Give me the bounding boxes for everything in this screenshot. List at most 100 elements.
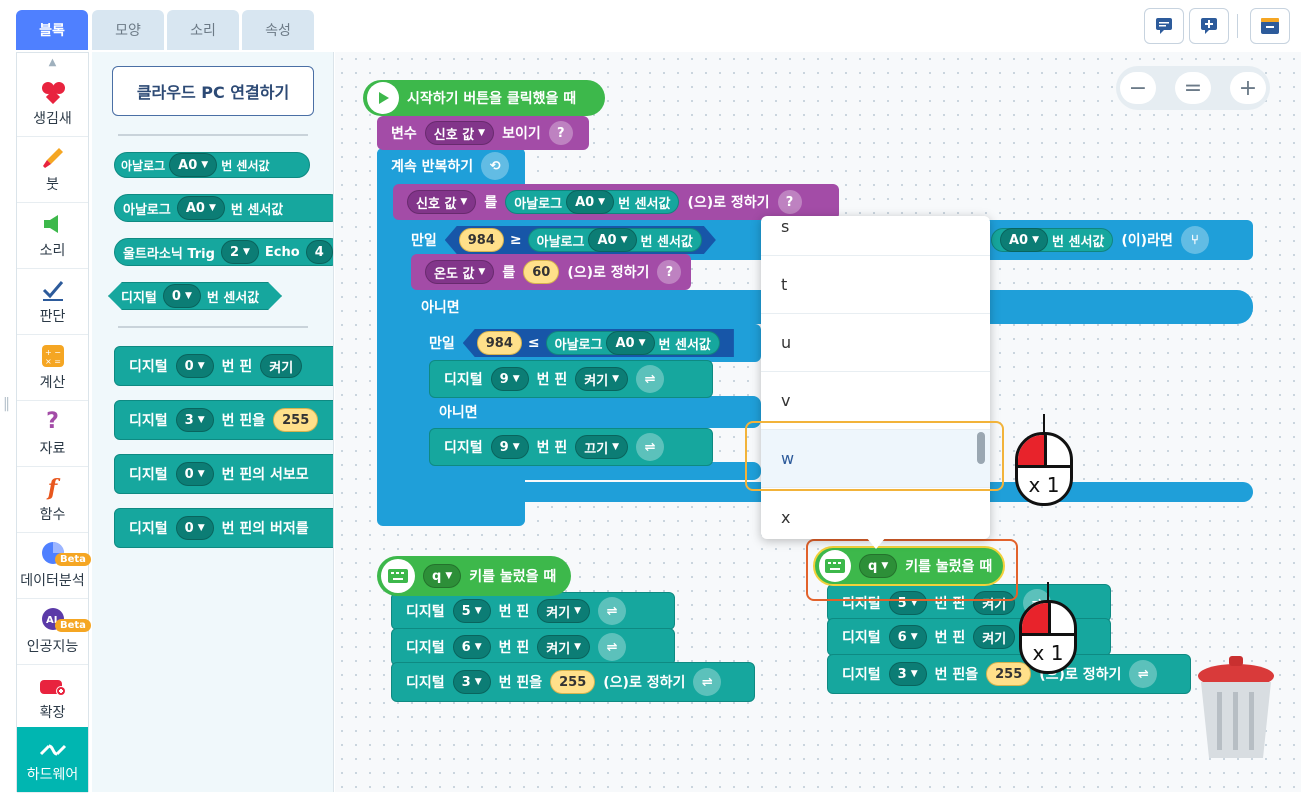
pin-dropdown[interactable]: 3▼ bbox=[175, 408, 214, 432]
dropdown-option[interactable]: x bbox=[761, 488, 990, 539]
port-dropdown[interactable]: A0▼ bbox=[588, 228, 636, 252]
pin-dropdown[interactable]: 6▼ bbox=[452, 635, 491, 659]
category-data-analysis[interactable]: Beta 데이터분석 bbox=[17, 533, 91, 599]
palette-servo-block[interactable]: 디지털 0▼ 번 핀의 서보모 bbox=[114, 454, 333, 494]
analog-read-reporter[interactable]: 아날로그 A0▼ 번 센서값 bbox=[528, 228, 702, 252]
key-select-dropdown[interactable]: s t u v w x bbox=[761, 216, 990, 539]
pin-dropdown[interactable]: 9▼ bbox=[490, 435, 529, 459]
category-hardware[interactable]: 하드웨어 bbox=[17, 727, 88, 793]
state-dropdown[interactable]: 켜기▼ bbox=[537, 635, 591, 659]
palette-ultrasonic-block[interactable]: 울트라소닉 Trig 2▼ Echo 4 bbox=[114, 238, 333, 266]
key-press-event-block-selected[interactable]: q▼ 키를 눌렀을 때 bbox=[813, 546, 1005, 586]
tab-shape[interactable]: 모양 bbox=[92, 10, 164, 50]
key-dropdown[interactable]: q▼ bbox=[859, 554, 898, 578]
compare-block[interactable]: 984 ≥ 아날로그 A0▼ 번 센서값 bbox=[445, 226, 716, 254]
digital-pwm-block[interactable]: 디지털 3▼ 번 핀을 255 (으)로 정하기 ⇌ bbox=[391, 662, 755, 702]
value-input[interactable]: 255 bbox=[550, 670, 596, 694]
state-dropdown[interactable]: 켜기▼ bbox=[537, 599, 591, 623]
category-ai[interactable]: AI Beta 인공지능 bbox=[17, 599, 91, 665]
threshold-input[interactable]: 984 bbox=[459, 228, 504, 252]
if-analog-condition[interactable]: 만일 984 ≥ 아날로그 A0▼ 번 센서값 bbox=[397, 222, 957, 258]
pin-dropdown[interactable]: 3▼ bbox=[452, 670, 491, 694]
help-icon[interactable]: ? bbox=[548, 121, 573, 145]
dropdown-option-highlighted[interactable]: w bbox=[761, 430, 990, 488]
state-dropdown[interactable]: 켜기▼ bbox=[575, 367, 629, 391]
zoom-in-button[interactable]: + bbox=[1230, 72, 1266, 104]
value-input[interactable]: 255 bbox=[986, 662, 1032, 686]
state-dropdown[interactable]: 켜기 bbox=[260, 354, 303, 378]
variable-dropdown[interactable]: 온도 값▼ bbox=[425, 260, 495, 284]
trash-can-icon[interactable] bbox=[1195, 652, 1277, 762]
port-dropdown[interactable]: A0▼ bbox=[176, 196, 225, 220]
category-extension[interactable]: 확장 bbox=[17, 665, 88, 731]
port-dropdown[interactable]: 0▼ bbox=[162, 284, 201, 308]
category-data[interactable]: ? 자료 bbox=[17, 401, 88, 467]
pin-dropdown[interactable]: 9▼ bbox=[490, 367, 529, 391]
port-dropdown[interactable]: A0▼ bbox=[1000, 228, 1049, 252]
pin-dropdown[interactable]: 3▼ bbox=[888, 662, 927, 686]
palette-buzzer-block[interactable]: 디지털 0▼ 번 핀의 버저를 bbox=[114, 508, 333, 548]
left-resize-handle[interactable]: ‖ bbox=[3, 396, 10, 412]
trig-dropdown[interactable]: 2▼ bbox=[220, 240, 259, 264]
key-dropdown[interactable]: q▼ bbox=[423, 564, 462, 588]
pin-dropdown[interactable]: 5▼ bbox=[452, 599, 491, 623]
port-dropdown[interactable]: A0▼ bbox=[606, 331, 655, 355]
category-brush[interactable]: 붓 bbox=[17, 137, 88, 203]
value-input[interactable]: 60 bbox=[523, 260, 560, 284]
echo-dropdown[interactable]: 4 bbox=[305, 240, 333, 264]
help-icon[interactable]: ? bbox=[777, 190, 802, 214]
analog-read-reporter[interactable]: 아날로그 A0▼ 번 센서값 bbox=[505, 190, 680, 214]
category-judgement[interactable]: 판단 bbox=[17, 269, 88, 335]
storage-button[interactable] bbox=[1250, 8, 1290, 44]
analog-read-reporter[interactable]: A0▼ 번 센서값 bbox=[991, 228, 1114, 252]
pin-dropdown[interactable]: 0▼ bbox=[175, 516, 214, 540]
dropdown-scrollbar[interactable] bbox=[977, 432, 985, 464]
port-dropdown[interactable]: A0▼ bbox=[169, 153, 218, 177]
script-workspace[interactable]: 계속 반복하기 ⟲ 만일 984 ≥ 아날로그 A0▼ 번 센서값 A0▼ 번 … bbox=[335, 52, 1301, 792]
dropdown-option[interactable]: s bbox=[761, 216, 990, 256]
dropdown-option[interactable]: v bbox=[761, 372, 990, 430]
threshold-input[interactable]: 984 bbox=[476, 331, 522, 355]
state-dropdown[interactable]: 켜기 bbox=[973, 591, 1016, 615]
palette-digital-read-block[interactable]: 디지털 0▼ 번 센서값 bbox=[108, 282, 282, 310]
forever-loop-block[interactable]: 계속 반복하기 ⟲ bbox=[377, 148, 525, 184]
variable-dropdown[interactable]: 신호 값▼ bbox=[424, 121, 495, 145]
pin-dropdown[interactable]: 0▼ bbox=[175, 354, 214, 378]
zoom-out-button[interactable]: − bbox=[1120, 72, 1156, 104]
value-input[interactable]: 255 bbox=[273, 408, 319, 432]
category-calculate[interactable]: + −× = 계산 bbox=[17, 335, 88, 401]
pin-dropdown[interactable]: 5▼ bbox=[888, 591, 927, 615]
digital-write-block[interactable]: 디지털 5▼ 번 핀 켜기▼ ⇌ bbox=[391, 592, 675, 630]
state-dropdown[interactable]: 켜기 bbox=[973, 625, 1016, 649]
analog-read-reporter[interactable]: 아날로그 A0▼ 번 센서값 bbox=[545, 331, 720, 355]
digital-write-off-block[interactable]: 디지털 9▼ 번 핀 끄기▼ ⇌ bbox=[429, 428, 713, 466]
start-event-block[interactable]: 시작하기 버튼을 클릭했을 때 bbox=[363, 80, 605, 116]
dropdown-option[interactable]: t bbox=[761, 256, 990, 314]
cloud-pc-connect-button[interactable]: 클라우드 PC 연결하기 bbox=[112, 66, 314, 116]
zoom-reset-button[interactable]: = bbox=[1175, 72, 1211, 104]
palette-analog-read-block-2[interactable]: 아날로그 A0▼ 번 센서값 bbox=[114, 194, 333, 222]
digital-pwm-block[interactable]: 디지털 3▼ 번 핀을 255 (으)로 정하기 ⇌ bbox=[827, 654, 1191, 694]
category-sound[interactable]: 소리 bbox=[17, 203, 88, 269]
tab-properties[interactable]: 속성 bbox=[242, 10, 314, 50]
category-function[interactable]: f 함수 bbox=[17, 467, 88, 533]
digital-write-on-block[interactable]: 디지털 9▼ 번 핀 켜기▼ ⇌ bbox=[429, 360, 713, 398]
add-comment-button[interactable] bbox=[1189, 8, 1229, 44]
key-press-event-block[interactable]: q▼ 키를 눌렀을 때 bbox=[377, 556, 571, 596]
port-dropdown[interactable]: A0▼ bbox=[566, 190, 615, 214]
state-dropdown[interactable]: 끄기▼ bbox=[575, 435, 629, 459]
tab-blocks[interactable]: 블록 bbox=[16, 10, 88, 50]
comment-button[interactable] bbox=[1144, 8, 1184, 44]
pin-dropdown[interactable]: 6▼ bbox=[888, 625, 927, 649]
palette-analog-read-block[interactable]: 아날로그 A0▼ 번 센서값 bbox=[114, 152, 310, 178]
set-signal-variable-block[interactable]: 신호 값▼ 를 아날로그 A0▼ 번 센서값 (으)로 정하기 ? bbox=[393, 184, 839, 220]
compare-block[interactable]: 984 ≤ 아날로그 A0▼ 번 센서값 bbox=[462, 329, 734, 357]
scroll-up-icon[interactable]: ▲ bbox=[48, 56, 57, 68]
inner-if-condition[interactable]: 만일 984 ≤ 아날로그 A0▼ 번 센서값 bbox=[415, 326, 755, 360]
if-condition-tail[interactable]: A0▼ 번 센서값 (이)라면 ⑂ bbox=[991, 222, 1261, 258]
palette-digital-write-block[interactable]: 디지털 0▼ 번 핀 켜기 bbox=[114, 346, 333, 386]
tab-sound[interactable]: 소리 bbox=[167, 10, 239, 50]
digital-write-block[interactable]: 디지털 5▼ 번 핀 켜기 ⇌ bbox=[827, 584, 1111, 622]
dropdown-option[interactable]: u bbox=[761, 314, 990, 372]
variable-dropdown[interactable]: 신호 값▼ bbox=[407, 190, 477, 214]
